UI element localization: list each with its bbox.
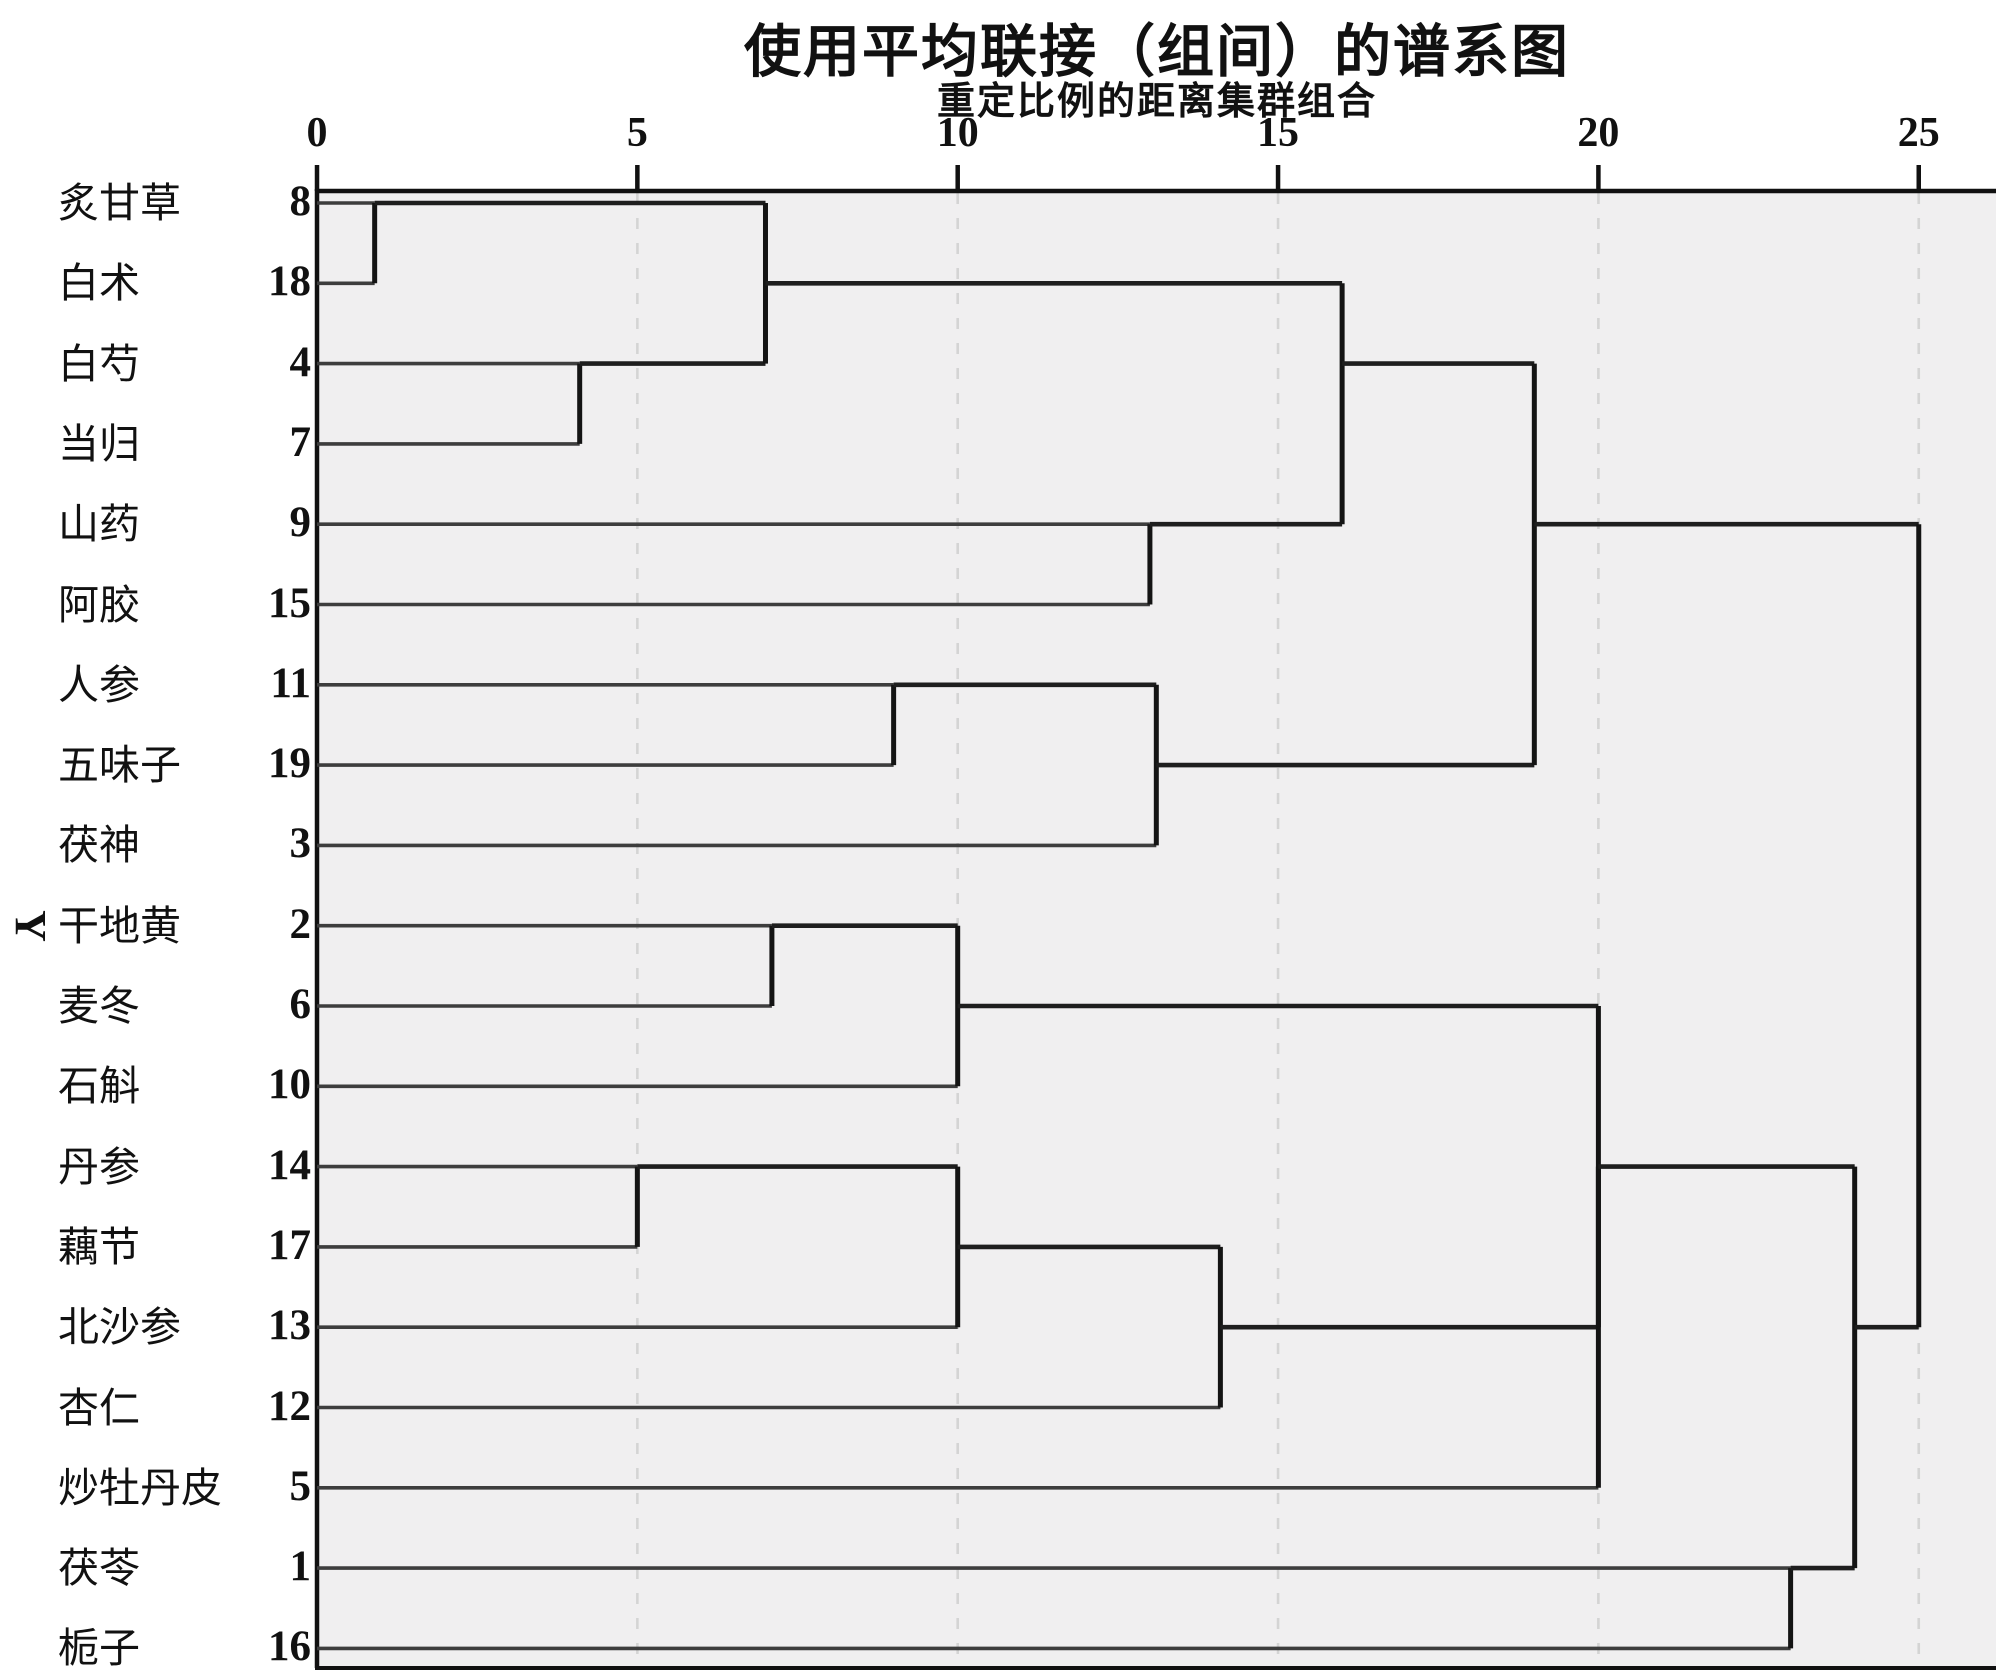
leaf-case-number: 5: [289, 1462, 312, 1510]
x-tick-label: 0: [306, 110, 328, 156]
leaf-label: 白芍: [58, 340, 140, 387]
leaf-label: 山药: [58, 501, 140, 548]
leaf-case-number: 3: [289, 820, 312, 868]
leaf-case-number: 2: [289, 900, 312, 948]
leaf-case-number: 15: [268, 579, 311, 627]
leaf-label: 干地黄: [58, 902, 181, 949]
leaf-case-number: 17: [268, 1221, 311, 1269]
plot-background: [317, 191, 1996, 1668]
leaf-case-number: 16: [268, 1623, 311, 1671]
leaf-label: 阿胶: [58, 581, 140, 628]
x-tick-label: 25: [1897, 110, 1940, 156]
leaf-case-number: 8: [289, 178, 312, 225]
leaf-label: 当归: [58, 420, 140, 467]
leaf-label: 栀子: [58, 1625, 140, 1672]
leaf-label: 白术: [58, 260, 140, 307]
leaf-case-number: 12: [268, 1382, 311, 1430]
leaf-case-number: 11: [270, 659, 311, 707]
leaf-case-number: 19: [268, 740, 311, 788]
chart-title: 使用平均联接（组间）的谱系图: [744, 21, 1570, 84]
leaf-label: 茯神: [58, 822, 140, 869]
leaf-case-number: 13: [268, 1302, 311, 1350]
x-tick-label: 15: [1257, 110, 1300, 156]
leaf-label: 杏仁: [58, 1384, 140, 1431]
x-tick-label: 5: [626, 110, 648, 156]
leaf-label: 茯苓: [58, 1545, 140, 1592]
leaf-case-number: 4: [289, 338, 312, 386]
leaf-case-number: 9: [289, 499, 312, 547]
leaf-case-number: 10: [268, 1061, 311, 1109]
leaf-case-number: 18: [268, 258, 311, 306]
leaf-label: 北沙参: [58, 1304, 181, 1351]
leaf-label: 人参: [58, 661, 140, 708]
leaf-case-number: 7: [289, 418, 312, 466]
leaf-case-number: 6: [289, 981, 312, 1028]
chart-subtitle: 重定比例的距离集群组合: [936, 81, 1377, 123]
leaf-label: 石斛: [58, 1063, 140, 1110]
x-tick-label: 20: [1577, 110, 1620, 156]
leaf-label: 丹参: [58, 1143, 140, 1190]
leaf-label: 麦冬: [58, 983, 140, 1029]
leaf-label: 藕节: [58, 1223, 140, 1270]
x-tick-label: 10: [936, 110, 979, 156]
leaf-label: 炒牡丹皮: [58, 1464, 222, 1511]
leaf-case-number: 1: [289, 1543, 312, 1591]
leaf-label: 五味子: [58, 742, 181, 789]
leaf-case-number: 14: [268, 1141, 311, 1189]
leaf-label: 炙甘草: [58, 180, 181, 226]
